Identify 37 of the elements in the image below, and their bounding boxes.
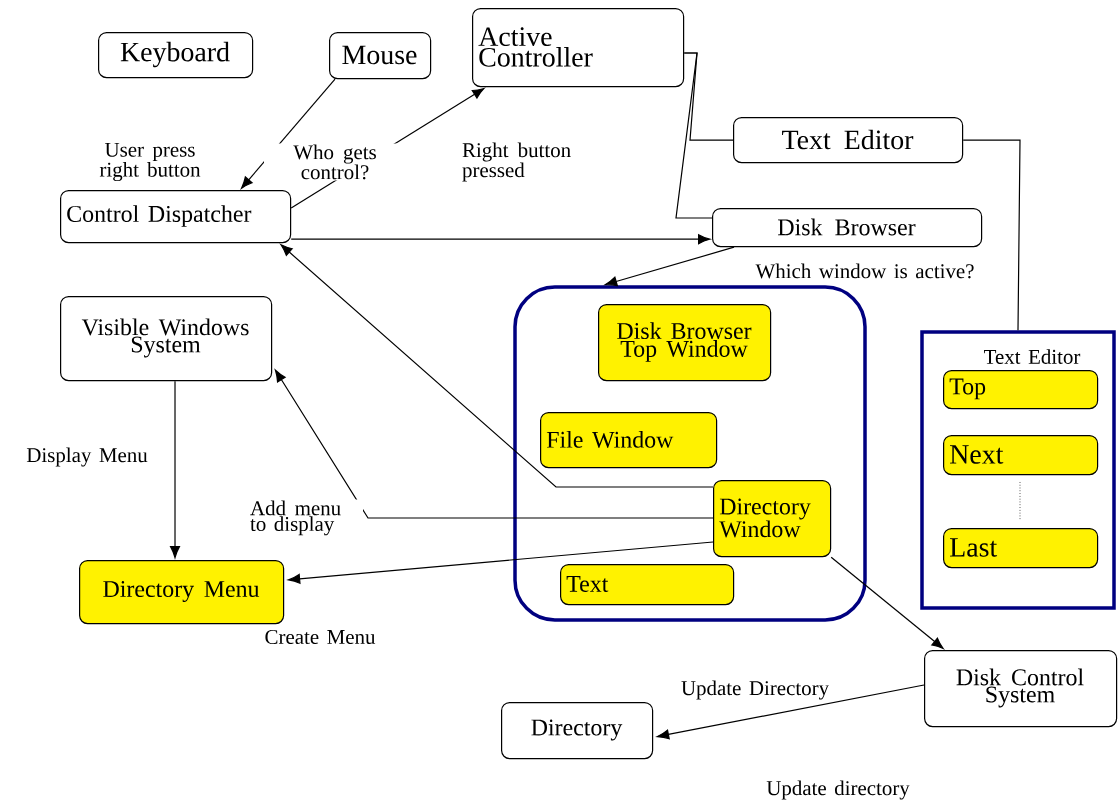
process-box: Mouse [329, 32, 432, 80]
arrow [656, 684, 925, 740]
process-box: Control Dispatcher [60, 190, 292, 244]
window-box: File Window [540, 412, 718, 469]
arrow [280, 244, 714, 488]
arrow [287, 541, 714, 584]
process-box: Keyboard [98, 32, 254, 79]
connector-line [675, 52, 713, 219]
process-box: Text Editor [733, 117, 964, 164]
process-box: Disk Browser [712, 208, 983, 248]
arrow [170, 380, 181, 559]
process-box: Active Controller [472, 8, 685, 88]
connector-line [962, 139, 1021, 331]
window-box: Directory Menu [79, 560, 285, 625]
note-text: Update directory [766, 780, 910, 800]
window-box: Top [943, 370, 1099, 410]
edge-label: Display Menu [25, 446, 149, 468]
arrow [830, 556, 944, 650]
window-box: Disk Browser Top Window [598, 304, 772, 382]
window-box: Last [943, 528, 1099, 569]
window-box: Directory Window [713, 480, 832, 558]
arrow [274, 369, 714, 519]
edge-label: Who gets control? [264, 143, 406, 181]
edge-label: Update Directory [679, 679, 831, 701]
edge-label: Which window is active? [754, 262, 976, 280]
process-box: Visible Windows System [60, 296, 273, 382]
edge-label: Add menu to display [249, 499, 363, 537]
edge-label: User press right button [86, 141, 214, 183]
note-text: Create Menu [265, 629, 376, 644]
process-box: Directory [501, 702, 654, 760]
window-box: Text [560, 564, 735, 606]
window-box: Next [943, 435, 1099, 476]
arrow [290, 234, 711, 245]
process-box: Disk Control System [924, 650, 1118, 728]
window-panel [513, 285, 867, 622]
arrow [604, 246, 735, 287]
note-text: Right button pressed [462, 142, 571, 182]
